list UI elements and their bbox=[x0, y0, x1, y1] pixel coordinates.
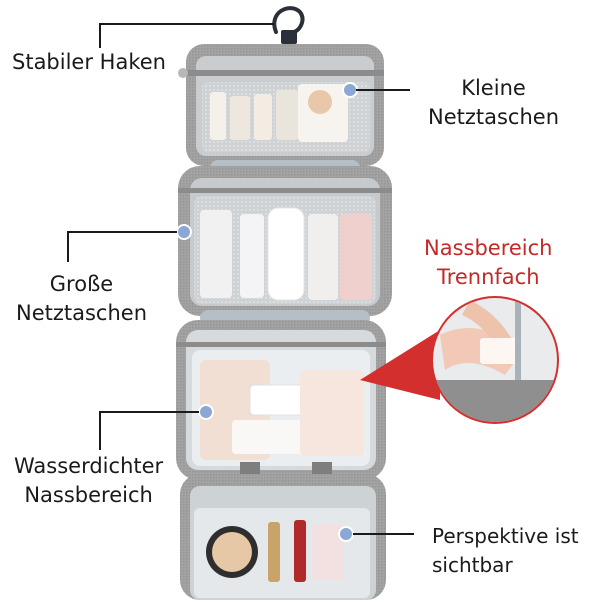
callout-nassbereich-trennfach: Nassbereich Trennfach bbox=[424, 234, 553, 292]
callout-line: Perspektive ist bbox=[432, 524, 579, 548]
callout-perspektive-sichtbar: Perspektive ist sichtbar bbox=[432, 522, 579, 580]
zoom-detail-circle bbox=[431, 296, 559, 424]
bag-section-top bbox=[178, 44, 384, 166]
bag-section-bottom bbox=[180, 474, 386, 600]
callout-line: Netztaschen bbox=[428, 105, 560, 129]
bag-section-waterproof bbox=[176, 320, 386, 480]
callout-grosse-netztaschen: Große Netztaschen bbox=[16, 270, 147, 328]
marker-dot bbox=[342, 82, 358, 98]
callout-wasserdichter-nassbereich: Wasserdichter Nassbereich bbox=[14, 452, 163, 510]
callout-leader-lines bbox=[67, 23, 414, 535]
callout-line: Trennfach bbox=[436, 265, 540, 289]
bag-section-large-mesh bbox=[176, 166, 392, 316]
callout-line: Große bbox=[49, 272, 114, 296]
marker-dot bbox=[198, 404, 214, 420]
callout-line: Stabiler Haken bbox=[12, 50, 166, 74]
callout-line: Nassbereich bbox=[424, 236, 553, 260]
callout-line: Wasserdichter bbox=[14, 454, 164, 478]
callout-kleine-netztaschen: Kleine Netztaschen bbox=[428, 74, 559, 132]
callout-line: sichtbar bbox=[432, 553, 513, 577]
marker-dot bbox=[338, 526, 354, 542]
zoom-pointer bbox=[360, 330, 440, 400]
marker-dot bbox=[176, 224, 192, 240]
callout-line: Netztaschen bbox=[16, 301, 148, 325]
callout-stabiler-haken: Stabiler Haken bbox=[12, 48, 166, 77]
callout-line: Nassbereich bbox=[24, 483, 153, 507]
callout-line: Kleine bbox=[461, 76, 526, 100]
